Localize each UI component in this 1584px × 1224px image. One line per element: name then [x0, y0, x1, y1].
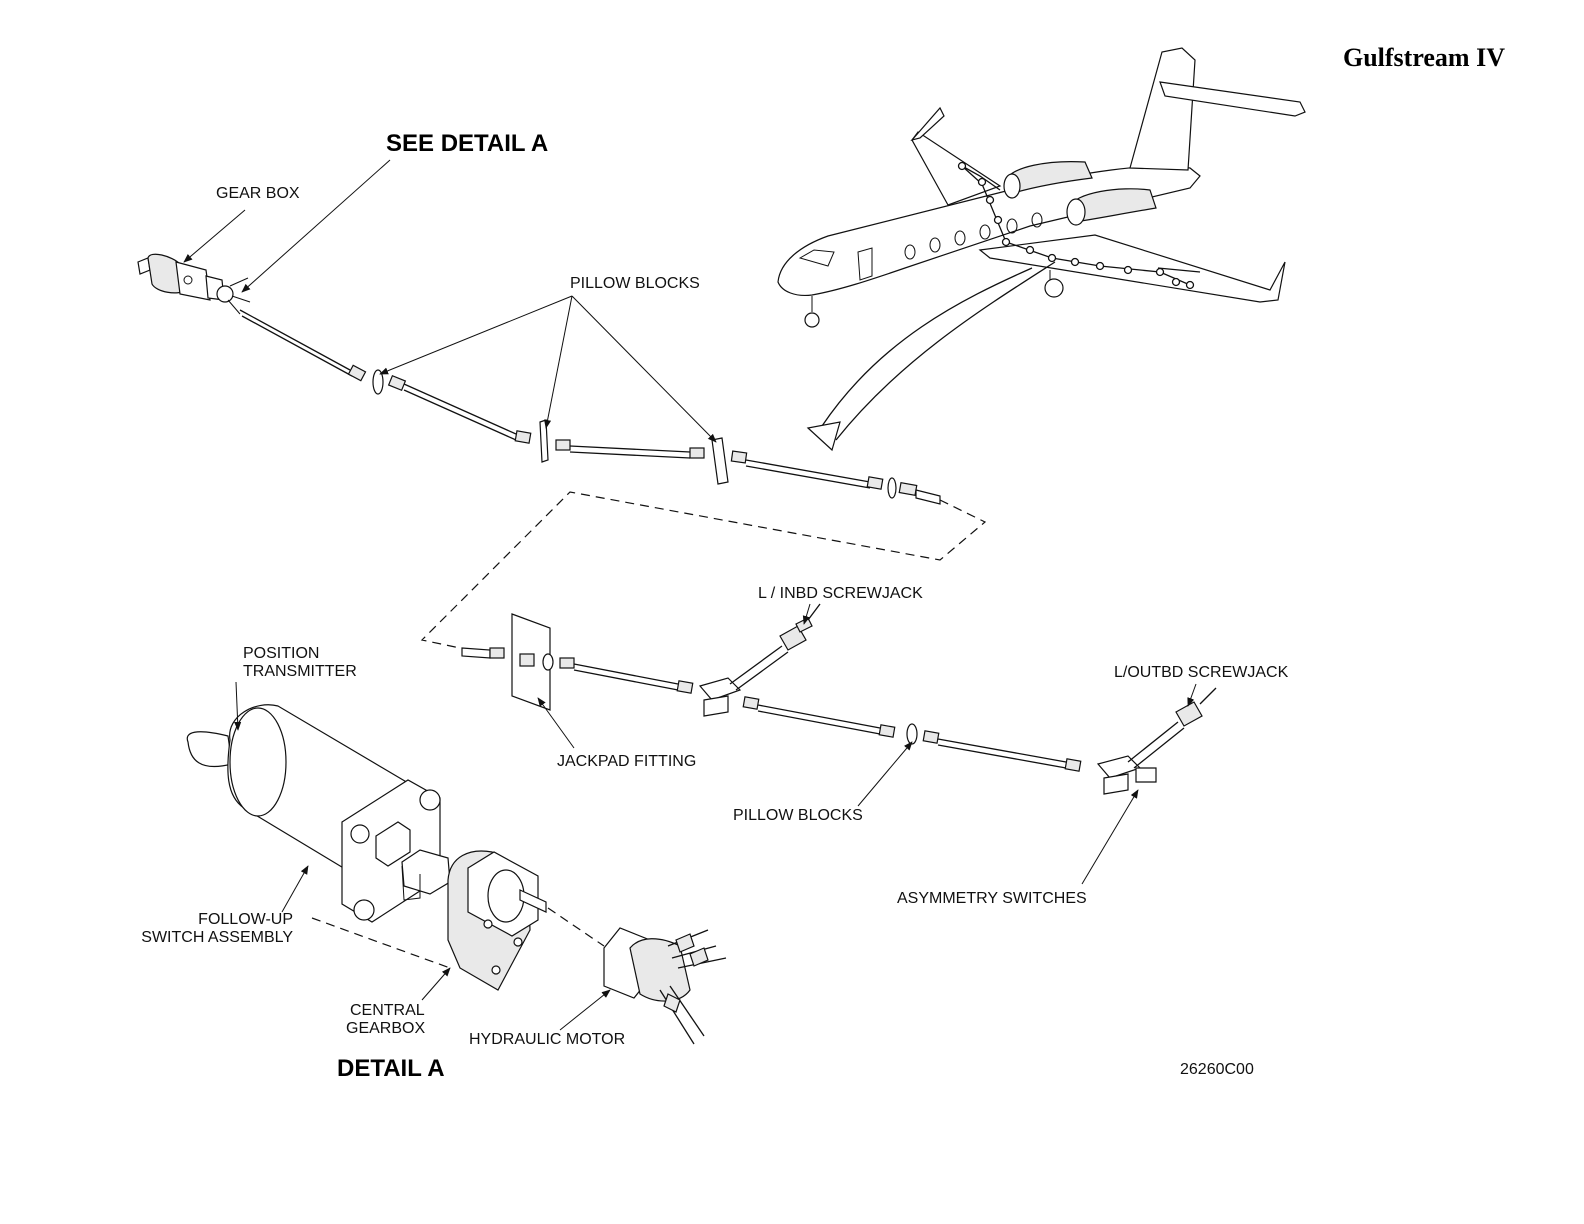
brand-logo: Gulfstream IV	[1343, 43, 1505, 72]
pillow-blocks-bottom-label: PILLOW BLOCKS	[733, 807, 863, 824]
drawing-number: 26260C00	[1180, 1061, 1254, 1078]
gear-box-label: GEAR BOX	[216, 185, 300, 202]
aircraft-illustration	[778, 48, 1305, 327]
see-detail-a-label: SEE DETAIL A	[386, 130, 548, 157]
aircraft-callout-arrow	[808, 262, 1055, 450]
outbd-screwjack-label: L/OUTBD SCREWJACK	[1114, 664, 1289, 681]
pillow-blocks-top-label: PILLOW BLOCKS	[570, 275, 700, 292]
detail-envelope	[422, 492, 985, 648]
jackpad-fitting-label: JACKPAD FITTING	[557, 753, 696, 770]
detail-a-label: DETAIL A	[337, 1055, 445, 1082]
follow-up-label-2: SWITCH ASSEMBLY	[141, 929, 293, 946]
follow-up-label-1: FOLLOW-UP	[198, 911, 293, 928]
position-transmitter-label-2: TRANSMITTER	[243, 663, 357, 680]
position-transmitter-label-1: POSITION	[243, 645, 319, 662]
central-gearbox-label-2: GEARBOX	[346, 1020, 425, 1037]
inbd-screwjack-label: L / INBD SCREWJACK	[758, 585, 923, 602]
asymmetry-switches-label: ASYMMETRY SWITCHES	[897, 890, 1087, 907]
hydraulic-motor-label: HYDRAULIC MOTOR	[469, 1031, 625, 1048]
central-gearbox-label-1: CENTRAL	[350, 1002, 425, 1019]
